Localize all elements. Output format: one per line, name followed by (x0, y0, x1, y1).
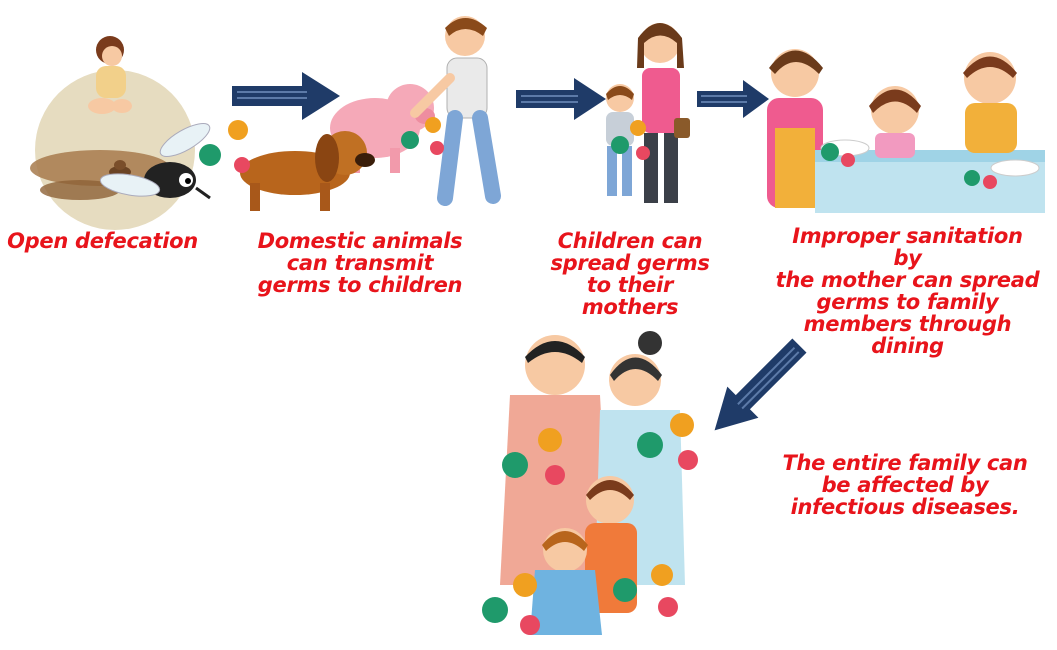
open-defecation-illustration (30, 36, 211, 230)
flow-arrow-icon (516, 78, 606, 120)
germ-icon (482, 413, 698, 635)
mother-icon (637, 23, 690, 203)
flow-arrow-icon (697, 80, 769, 118)
family-dinner-illustration (767, 49, 1045, 213)
caption-family-affected: The entire family can be affected by inf… (782, 451, 1028, 519)
fly-icon (99, 123, 211, 200)
mother-child-illustration (606, 23, 690, 203)
boy-icon (410, 16, 501, 206)
sick-family-illustration (482, 331, 698, 635)
family-dinner-icon (767, 49, 1045, 213)
domestic-animals-illustration (240, 16, 501, 211)
sick-family-icon (500, 331, 685, 635)
flow-arrow-icon (232, 72, 340, 120)
germ-icon (199, 117, 997, 189)
caption-domestic-animals: Domestic animals can transmit germs to c… (257, 229, 463, 297)
dog-icon (240, 131, 375, 211)
caption-mother-sanitation: Improper sanitation by the mother can sp… (775, 224, 1040, 358)
flow-arrow-diagonal-icon (714, 338, 807, 431)
small-child-icon (606, 84, 634, 196)
child-squatting-icon (88, 36, 132, 114)
caption-open-defecation: Open defecation (7, 229, 198, 253)
caption-children-spread: Children can spread germs to their mothe… (550, 229, 710, 319)
